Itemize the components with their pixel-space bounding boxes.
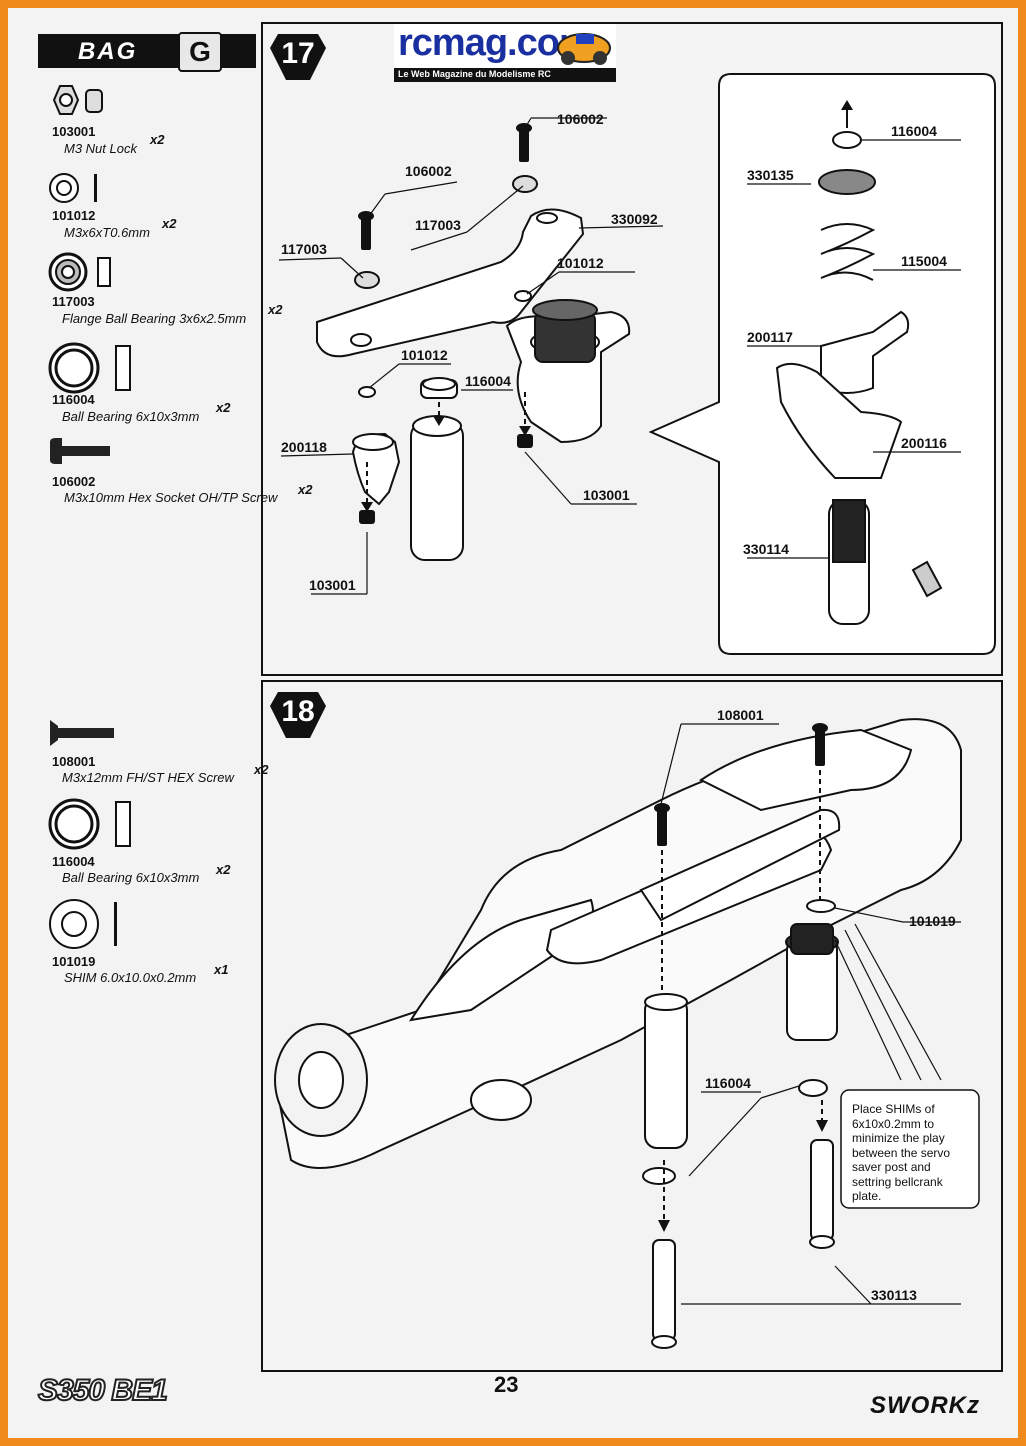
part-code: 101019 <box>52 954 96 969</box>
step18-diagram: 108001 101019 116004 330113 <box>274 707 980 1349</box>
part-qty: x2 <box>268 302 283 317</box>
label-101012-a: 101012 <box>557 255 604 271</box>
brand-banner[interactable]: rcmag.com Le Web Magazine du Modelisme R… <box>394 22 616 82</box>
part-code: 116004 <box>52 392 95 407</box>
label-330092: 330092 <box>611 211 658 227</box>
label-116004: 116004 <box>465 373 511 389</box>
part-qty: x2 <box>216 400 231 415</box>
shim-note: Place SHIMs of 6x10x0.2mm to minimize th… <box>852 1102 951 1203</box>
shim-icon <box>49 899 117 949</box>
step18-badge: 18 <box>270 692 326 738</box>
inset-label-116004: 116004 <box>891 123 937 139</box>
step17-frame <box>261 22 1003 676</box>
fh-screw-icon <box>50 720 114 746</box>
part-desc: Ball Bearing 6x10x3mm <box>62 870 200 885</box>
inset-label-115004: 115004 <box>901 253 947 269</box>
part-desc: M3x10mm Hex Socket OH/TP Screw <box>64 490 278 505</box>
part-code: 116004 <box>52 854 95 869</box>
car-logo-icon <box>557 33 611 65</box>
manual-page: BAG G rcmag.com Le Web Magazine du Model… <box>8 8 1018 1438</box>
part-code: 106002 <box>52 474 96 489</box>
part-code: 101012 <box>52 208 96 223</box>
ball-bearing-icon <box>48 342 131 394</box>
part-desc: M3 Nut Lock <box>64 141 137 156</box>
label-101012-b: 101012 <box>401 347 448 363</box>
label-106002-a: 106002 <box>405 163 452 179</box>
part-qty: x2 <box>254 762 269 777</box>
part-desc: Flange Ball Bearing 3x6x2.5mm <box>62 311 247 326</box>
part-qty: x2 <box>216 862 231 877</box>
part-desc: Ball Bearing 6x10x3mm <box>62 409 200 424</box>
label-108001: 108001 <box>717 707 764 723</box>
brand-logo: SWORKz <box>870 1392 980 1419</box>
part-qty: x2 <box>298 482 313 497</box>
label-330113: 330113 <box>871 1287 917 1303</box>
inset-label-200117: 200117 <box>747 329 793 345</box>
label-103001-a: 103001 <box>583 487 630 503</box>
part-desc: SHIM 6.0x10.0x0.2mm <box>64 970 197 985</box>
label-116004: 116004 <box>705 1075 751 1091</box>
label-103001-b: 103001 <box>309 577 356 593</box>
label-117003-b: 117003 <box>415 217 461 233</box>
part-qty: x2 <box>150 132 165 147</box>
part-qty: x1 <box>214 962 229 977</box>
part-desc: M3x12mm FH/ST HEX Screw <box>62 770 234 785</box>
label-106002-b: 106002 <box>557 111 604 127</box>
step18-frame <box>261 680 1003 1372</box>
inset-label-330114: 330114 <box>743 541 789 557</box>
part-code: 117003 <box>52 294 95 309</box>
step17-diagram: 106002 106002 117003 330092 117003 10101… <box>278 73 996 655</box>
ball-bearing-icon <box>48 798 131 850</box>
label-101019: 101019 <box>909 913 956 929</box>
washer-icon <box>49 173 97 203</box>
inset-label-330135: 330135 <box>747 167 794 183</box>
label-200118: 200118 <box>281 439 327 455</box>
label-117003-a: 117003 <box>281 241 327 257</box>
bag-word: BAG <box>78 38 138 65</box>
step17-number: 17 <box>281 37 315 70</box>
hex-screw-icon <box>50 438 110 464</box>
bag-letter: G <box>178 32 222 72</box>
part-qty: x2 <box>162 216 177 231</box>
bag-header: BAG G <box>38 32 256 72</box>
model-logo: S350 BE1 <box>37 1373 169 1408</box>
step18-number: 18 <box>281 695 315 728</box>
flange-bearing-icon <box>48 252 111 292</box>
step17-badge: 17 <box>270 34 326 80</box>
nut-lock-icon <box>52 85 103 115</box>
part-code: 103001 <box>52 124 96 139</box>
part-desc: M3x6xT0.6mm <box>64 225 150 240</box>
brand-tagline: Le Web Magazine du Modelisme RC <box>398 69 551 79</box>
page-number: 23 <box>494 1372 519 1397</box>
part-code: 108001 <box>52 754 96 769</box>
inset-label-200116: 200116 <box>901 435 947 451</box>
